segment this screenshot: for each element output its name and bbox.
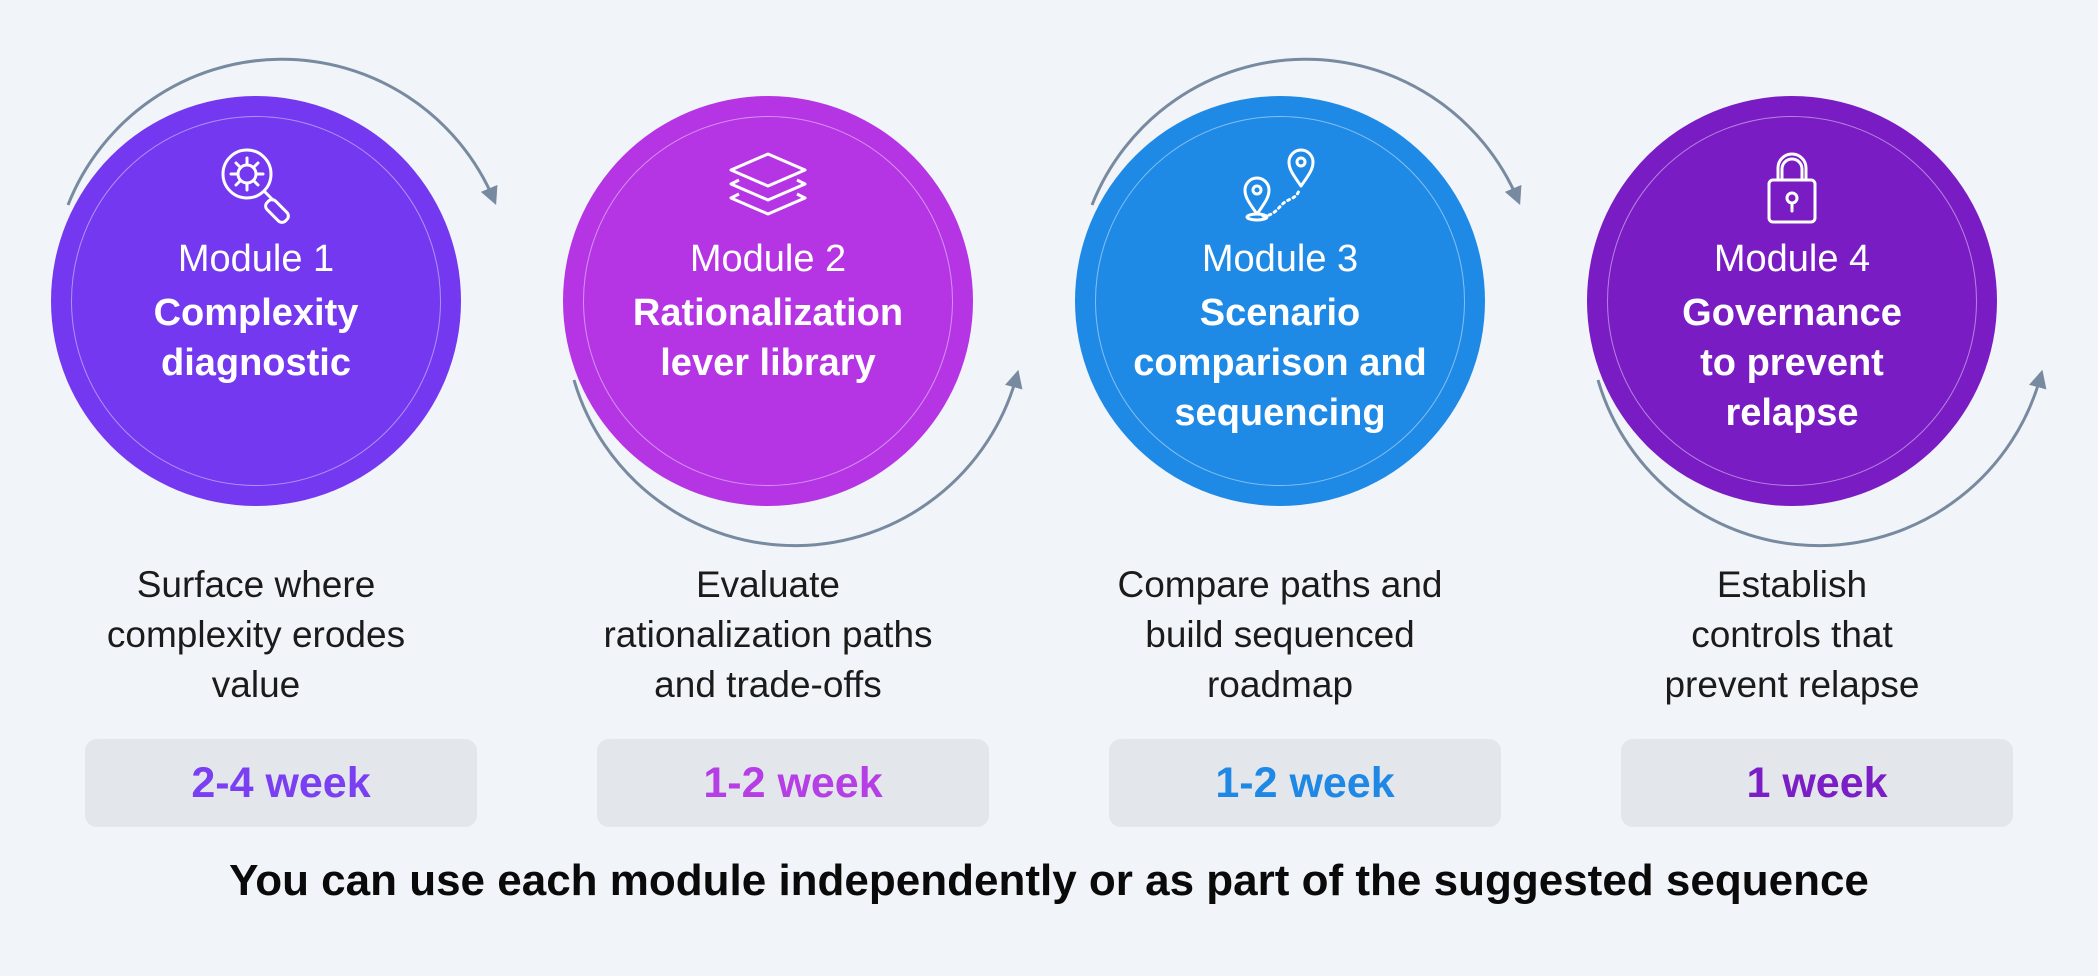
module-description: Establish controls that prevent relapse (1592, 560, 1992, 710)
module-title-line: Governance (1682, 292, 1902, 334)
module-title: Governance to prevent relapse (1587, 288, 1997, 438)
arc-arrow-module-3 (1090, 57, 1522, 206)
module-title-line: Complexity (153, 292, 359, 334)
inner-ring (583, 116, 953, 486)
description-line: Surface where (136, 564, 376, 605)
module-title-line: diagnostic (160, 342, 352, 384)
module-description: Surface where complexity erodes value (56, 560, 456, 710)
module-label: Module 3 (1201, 238, 1359, 280)
module-title-line: Scenario (1199, 292, 1361, 334)
arc-arrow-module-1 (66, 57, 498, 206)
layers-icon (723, 140, 813, 230)
module-3: Module 3 Scenario comparison and sequenc… (1024, 0, 1536, 840)
arc-arrow-module-2 (572, 369, 1023, 548)
inner-ring (71, 116, 441, 486)
module-title-line: to prevent (1700, 342, 1884, 384)
route-pins-icon (1235, 140, 1325, 230)
description-line: and trade-offs (654, 664, 882, 705)
description-line: value (211, 664, 301, 705)
padlock-icon (1747, 140, 1837, 230)
module-title-line: lever library (660, 342, 876, 384)
module-2-circle: Module 2 Rationalization lever library (563, 96, 973, 506)
module-3-circle: Module 3 Scenario comparison and sequenc… (1075, 96, 1485, 506)
module-title-line: sequencing (1174, 392, 1386, 434)
duration-badge: 1 week (1621, 739, 2013, 827)
description-line: Establish (1716, 564, 1868, 605)
description-line: rationalization paths (603, 614, 933, 655)
module-label: Module 2 (689, 238, 847, 280)
module-title-line: comparison and (1133, 342, 1427, 384)
description-line: complexity erodes (106, 614, 406, 655)
module-description: Evaluate rationalization paths and trade… (568, 560, 968, 710)
module-1: Module 1 Complexity diagnostic Surface w… (0, 0, 512, 840)
module-4-circle: Module 4 Governance to prevent relapse (1587, 96, 1997, 506)
duration-badge: 2-4 week (85, 739, 477, 827)
module-title-line: relapse (1725, 392, 1859, 434)
description-line: Evaluate (696, 564, 840, 605)
module-label: Module 4 (1713, 238, 1871, 280)
duration-badge: 1-2 week (597, 739, 989, 827)
description-line: Compare paths and (1117, 564, 1443, 605)
arc-arrow-module-4 (1596, 369, 2047, 548)
module-1-circle: Module 1 Complexity diagnostic (51, 96, 461, 506)
description-line: roadmap (1206, 664, 1354, 705)
module-title-line: Rationalization (632, 292, 904, 334)
gear-magnifier-icon (211, 140, 301, 230)
module-title: Complexity diagnostic (51, 288, 461, 388)
description-line: prevent relapse (1664, 664, 1920, 705)
description-line: controls that (1691, 614, 1893, 655)
footer-note: You can use each module independently or… (229, 856, 1869, 905)
module-description: Compare paths and build sequenced roadma… (1080, 560, 1480, 710)
module-title: Scenario comparison and sequencing (1075, 288, 1485, 438)
module-title: Rationalization lever library (563, 288, 973, 388)
module-2: Module 2 Rationalization lever library E… (512, 0, 1024, 840)
description-line: build sequenced (1145, 614, 1415, 655)
inner-ring (1607, 116, 1977, 486)
inner-ring (1095, 116, 1465, 486)
duration-badge: 1-2 week (1109, 739, 1501, 827)
module-label: Module 1 (177, 238, 335, 280)
module-4: Module 4 Governance to prevent relapse E… (1536, 0, 2048, 840)
